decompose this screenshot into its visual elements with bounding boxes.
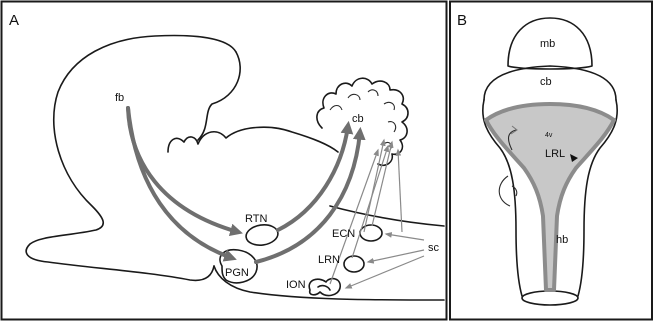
- label-pgn: PGN: [225, 267, 249, 279]
- label-fb: fb: [115, 92, 124, 104]
- label-sc: sc: [428, 242, 440, 254]
- label-rtn: RTN: [245, 213, 267, 225]
- panel-a-letter: A: [9, 12, 19, 29]
- label-cb-a: cb: [352, 113, 364, 125]
- label-hb: hb: [556, 234, 568, 246]
- label-lrn: LRN: [318, 254, 340, 266]
- label-4v: 4v: [545, 132, 553, 139]
- panel-b: B mb cb 4v LRL hb: [450, 2, 652, 320]
- label-lrl: LRL: [545, 148, 565, 160]
- label-cb-b: cb: [540, 76, 552, 88]
- panel-b-letter: B: [457, 12, 467, 29]
- label-ion: ION: [286, 279, 306, 291]
- label-mb: mb: [540, 38, 555, 50]
- panel-a: A fb cb RTN: [2, 2, 447, 320]
- label-ecn: ECN: [332, 228, 355, 240]
